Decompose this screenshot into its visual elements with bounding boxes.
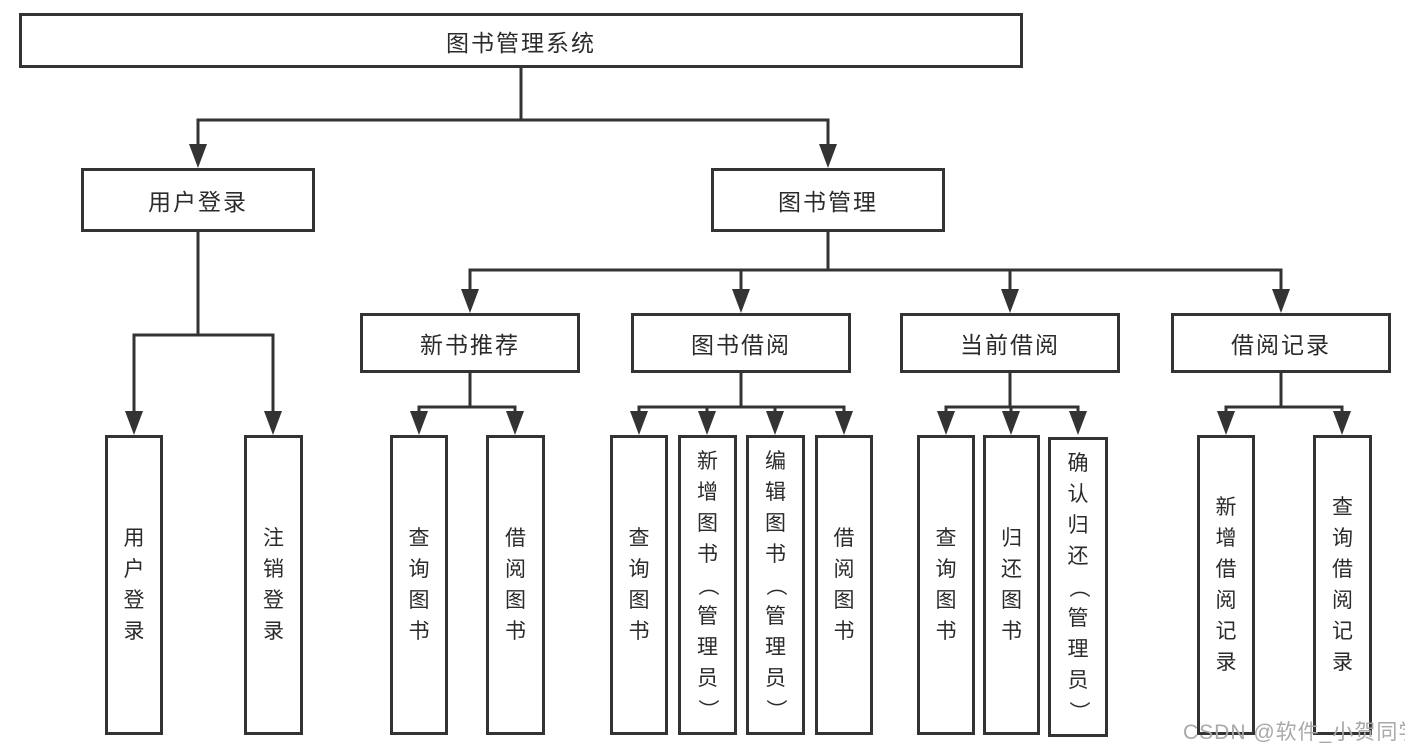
leaf-user-login-label: 用户登录 [123,527,145,643]
leaf-records-query-record: 查询借阅记录 [1313,435,1372,735]
leaf-newbook-query-books: 查询图书 [390,435,448,735]
leaf-newbook-query-books-label: 查询图书 [408,527,430,643]
leaf-borrow-edit-books-admin-label: 编辑图书（管理员） [764,449,787,720]
watermark: CSDN @软件_小贺同学 [1183,721,1405,744]
leaf-borrow-query-books: 查询图书 [610,435,668,735]
leaf-borrow-add-books-admin-label: 新增图书（管理员） [696,449,719,720]
node-new-book-recommend: 新书推荐 [360,313,580,373]
node-new-book-recommend-label: 新书推荐 [420,332,520,358]
leaf-newbook-borrow-books-label: 借阅图书 [505,527,526,643]
leaf-borrow-borrow-books-label: 借阅图书 [833,527,855,643]
leaf-borrow-borrow-books: 借阅图书 [815,435,873,735]
node-book-borrow: 图书借阅 [631,313,851,373]
node-root: 图书管理系统 [19,13,1023,68]
leaf-current-return-books: 归还图书 [983,435,1040,735]
node-user-login-label: 用户登录 [148,189,248,215]
node-borrow-records: 借阅记录 [1171,313,1391,373]
node-current-borrow: 当前借阅 [900,313,1120,373]
arrowheads [125,144,1351,435]
leaf-logout-label: 注销登录 [263,527,284,643]
leaf-newbook-borrow-books: 借阅图书 [486,435,545,735]
leaf-records-add-record: 新增借阅记录 [1197,435,1255,735]
node-book-management: 图书管理 [711,168,945,232]
leaf-user-login: 用户登录 [105,435,163,735]
leaf-borrow-edit-books-admin: 编辑图书（管理员） [746,435,805,735]
node-root-label: 图书管理系统 [446,29,596,56]
leaf-current-confirm-return-admin-label: 确认归还（管理员） [1066,451,1090,722]
leaf-current-query-books-label: 查询图书 [935,527,957,643]
leaf-records-query-record-label: 查询借阅记录 [1332,496,1353,674]
leaf-borrow-query-books-label: 查询图书 [628,527,650,643]
leaf-current-confirm-return-admin: 确认归还（管理员） [1048,437,1108,737]
node-current-borrow-label: 当前借阅 [960,332,1060,358]
leaf-borrow-add-books-admin: 新增图书（管理员） [678,435,737,735]
leaf-logout: 注销登录 [244,435,303,735]
leaf-current-query-books: 查询图书 [917,435,975,735]
leaf-current-return-books-label: 归还图书 [1001,527,1022,643]
node-borrow-records-label: 借阅记录 [1231,332,1331,358]
node-book-borrow-label: 图书借阅 [691,332,791,358]
leaf-records-add-record-label: 新增借阅记录 [1215,496,1237,674]
node-user-login: 用户登录 [81,168,315,232]
node-book-management-label: 图书管理 [778,189,878,215]
